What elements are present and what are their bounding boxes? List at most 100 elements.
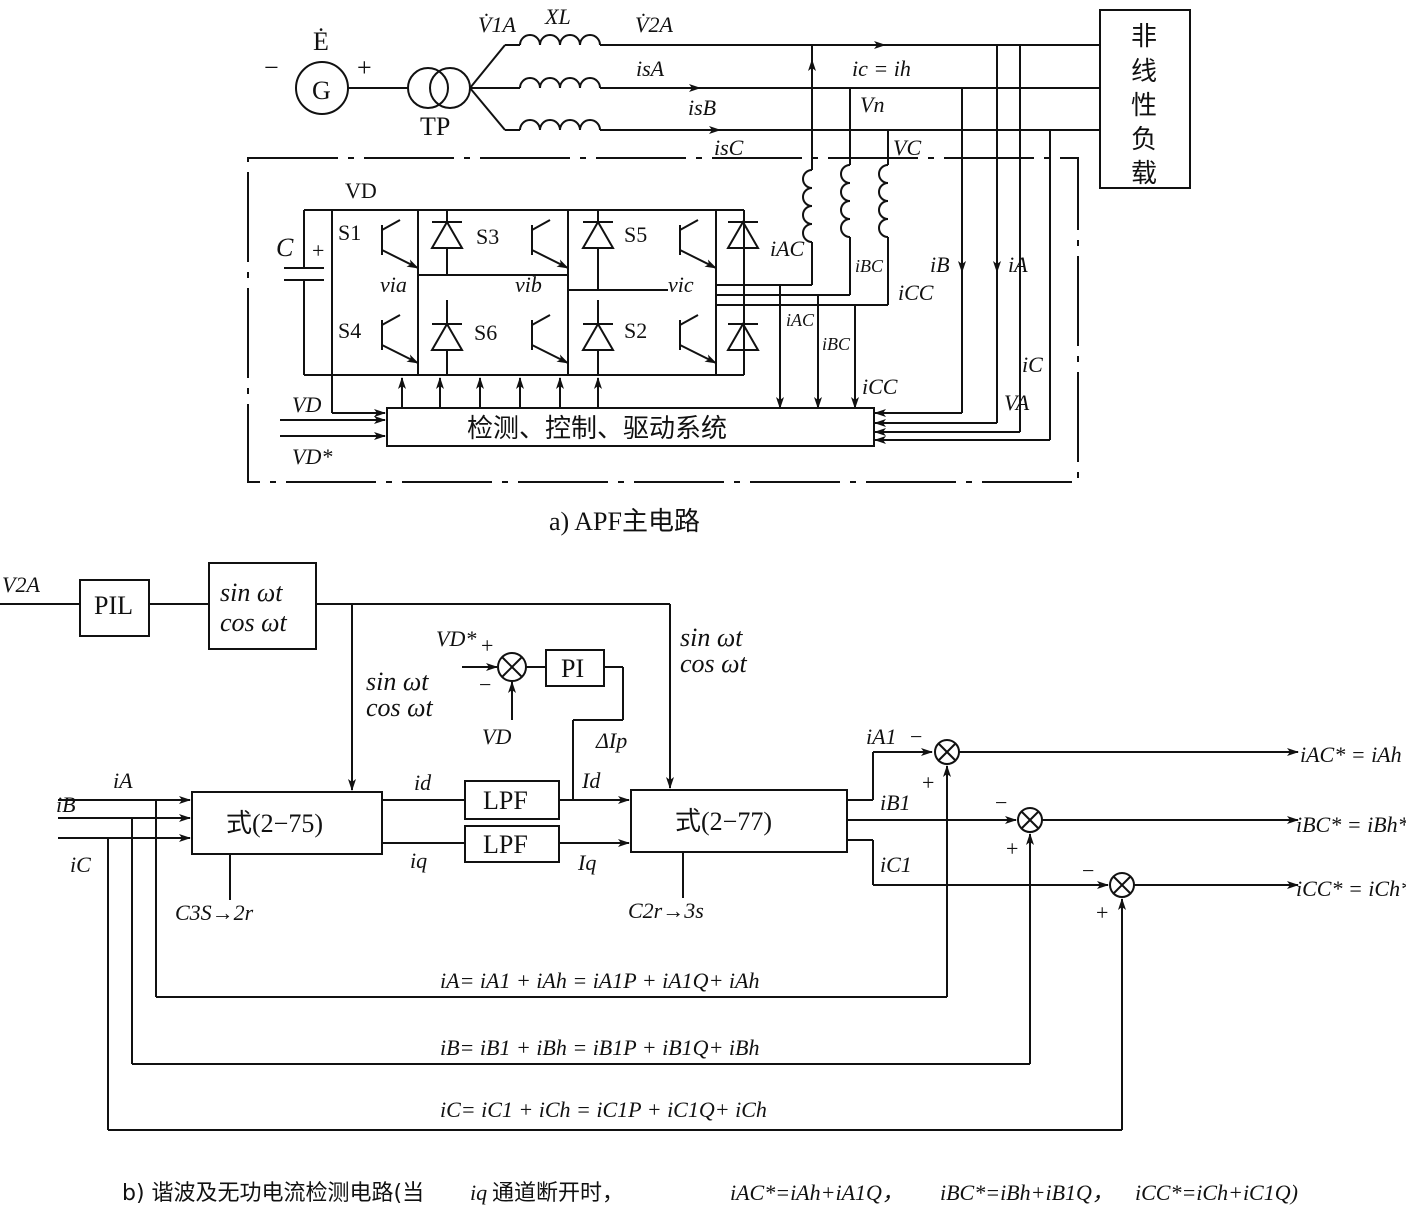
svg-text:C2r→3s: C2r→3s	[628, 898, 704, 923]
eq-ia: iA= iA1 + iAh = iA1P + iA1Q+ iAh	[440, 968, 759, 993]
svg-text:cos ωt: cos ωt	[220, 608, 288, 637]
svg-text:C: C	[276, 233, 294, 262]
svg-text:S2: S2	[624, 318, 647, 343]
svg-text:iAC*=iAh+iA1Q，: iAC*=iAh+iA1Q，	[730, 1180, 904, 1205]
svg-text:通道断开时，: 通道断开时，	[492, 1181, 624, 1206]
svg-text:iB: iB	[56, 792, 76, 817]
svg-text:iq: iq	[470, 1180, 487, 1205]
svg-text:+: +	[1006, 836, 1018, 861]
va-label: VA	[1004, 390, 1030, 415]
eq-ib: iB= iB1 + iBh = iB1P + iB1Q+ iBh	[440, 1035, 759, 1060]
svg-text:C3S→2r: C3S→2r	[175, 900, 254, 925]
svg-text:式(2−75): 式(2−75)	[226, 809, 323, 838]
ib-label: iB	[930, 252, 950, 277]
nonlinear-load-box: 非 线 性 负 载	[1099, 9, 1191, 189]
svg-text:ΔIp: ΔIp	[595, 728, 627, 753]
svg-text:vic: vic	[668, 272, 694, 297]
svg-text:iA1: iA1	[866, 724, 897, 749]
inverter-bridge: S1 S3 S5 S4 S6 S2 via vib vic	[338, 210, 760, 375]
coupling-inductors	[802, 45, 889, 305]
svg-text:iA: iA	[113, 768, 133, 793]
dc-capacitor: C +	[276, 210, 324, 375]
svg-text:S4: S4	[338, 318, 361, 343]
summing-junction-vd	[497, 652, 527, 682]
sin-cos-generator: sin ωt cos ωt	[208, 562, 317, 650]
detection-circuit: V2A PIL sin ωt cos ωt sin ωt cos ωt sin …	[0, 562, 1406, 1206]
lpf-d: LPF	[464, 780, 560, 820]
svg-text:LPF: LPF	[483, 830, 528, 859]
control-system-box: 检测、控制、驱动系统	[386, 407, 875, 447]
line-inductors	[505, 34, 601, 131]
ic-label: iC	[1022, 352, 1043, 377]
ic-ih-label: ic = ih	[852, 56, 911, 81]
svg-text:iC1: iC1	[880, 852, 912, 877]
svg-text:检测、控制、驱动系统: 检测、控制、驱动系统	[467, 414, 727, 444]
svg-text:Iq: Iq	[577, 850, 596, 875]
xl-label: XL	[544, 4, 571, 29]
icc-label: iCC	[898, 280, 934, 305]
svg-text:−: −	[264, 53, 279, 82]
svg-text:−: −	[995, 790, 1007, 815]
block-eq-2-75: 式(2−75)	[191, 791, 383, 855]
block-eq-2-77: 式(2−77)	[630, 789, 848, 853]
isa-label: isA	[636, 56, 665, 81]
caption-a: a) APF主电路	[549, 507, 700, 536]
svg-text:iBC*=iBh+iB1Q，: iBC*=iBh+iB1Q，	[940, 1180, 1114, 1205]
svg-text:VD*: VD*	[436, 626, 476, 651]
svg-text:S1: S1	[338, 220, 361, 245]
svg-text:TP: TP	[420, 112, 450, 141]
ibc-label: iBC	[855, 256, 884, 276]
lpf-q: LPF	[464, 825, 560, 863]
svg-text:+: +	[357, 53, 372, 82]
svg-text:载: 载	[1131, 159, 1157, 189]
iac-label: iAC	[770, 236, 805, 261]
svg-text:iBC: iBC	[822, 334, 851, 354]
svg-text:iC: iC	[70, 852, 91, 877]
svg-text:负: 负	[1131, 125, 1157, 155]
vn-label: Vn	[860, 92, 884, 117]
svg-text:线: 线	[1131, 57, 1157, 87]
eq-ic: iC= iC1 + iCh = iC1P + iC1Q+ iCh	[440, 1097, 767, 1122]
svg-text:vib: vib	[515, 272, 542, 297]
svg-text:G: G	[312, 76, 331, 105]
svg-text:sin ωt: sin ωt	[680, 623, 743, 652]
generator-symbol: G Ė − +	[264, 27, 372, 115]
svg-text:sin ωt: sin ωt	[366, 667, 429, 696]
svg-text:VD: VD	[482, 724, 511, 749]
svg-text:式(2−77): 式(2−77)	[675, 807, 772, 836]
svg-text:cos ωt: cos ωt	[366, 693, 434, 722]
svg-text:iCC*=iCh+iC1Q): iCC*=iCh+iC1Q)	[1135, 1180, 1298, 1205]
svg-text:+: +	[481, 633, 493, 658]
svg-text:PIL: PIL	[94, 591, 133, 620]
svg-text:S5: S5	[624, 222, 647, 247]
svg-text:PI: PI	[561, 654, 584, 683]
svg-text:非: 非	[1131, 22, 1157, 52]
svg-text:+: +	[312, 238, 324, 263]
svg-text:iAC: iAC	[786, 310, 815, 330]
vd-input-label: VD	[292, 392, 321, 417]
svg-text:+: +	[1096, 900, 1108, 925]
svg-text:sin ωt: sin ωt	[220, 578, 283, 607]
svg-text:cos ωt: cos ωt	[680, 649, 748, 678]
pll-block: PIL	[79, 579, 150, 637]
isc-label: isC	[714, 135, 744, 160]
svg-text:−: −	[479, 672, 491, 697]
svg-text:iCC: iCC	[862, 374, 898, 399]
svg-text:−: −	[1082, 858, 1094, 883]
svg-text:S3: S3	[476, 224, 499, 249]
sum-c	[1109, 872, 1135, 898]
apf-main-circuit: G Ė − + TP V̇1A XL V̇2A	[247, 4, 1191, 536]
svg-text:iq: iq	[410, 848, 427, 873]
emf-label: Ė	[313, 27, 329, 56]
svg-text:b) 谐波及无功电流检测电路(当: b) 谐波及无功电流检测电路(当	[122, 1181, 424, 1206]
output-c: iCC* = iCh*	[1296, 876, 1406, 901]
svg-text:+: +	[922, 770, 934, 795]
v1a-label: V̇1A	[478, 12, 516, 37]
vd-label: VD	[345, 178, 377, 203]
vd-star-label: VD*	[292, 444, 332, 469]
svg-text:via: via	[380, 272, 407, 297]
svg-text:性: 性	[1131, 91, 1157, 121]
ia-label: iA	[1008, 252, 1028, 277]
vc-label: VC	[893, 135, 921, 160]
